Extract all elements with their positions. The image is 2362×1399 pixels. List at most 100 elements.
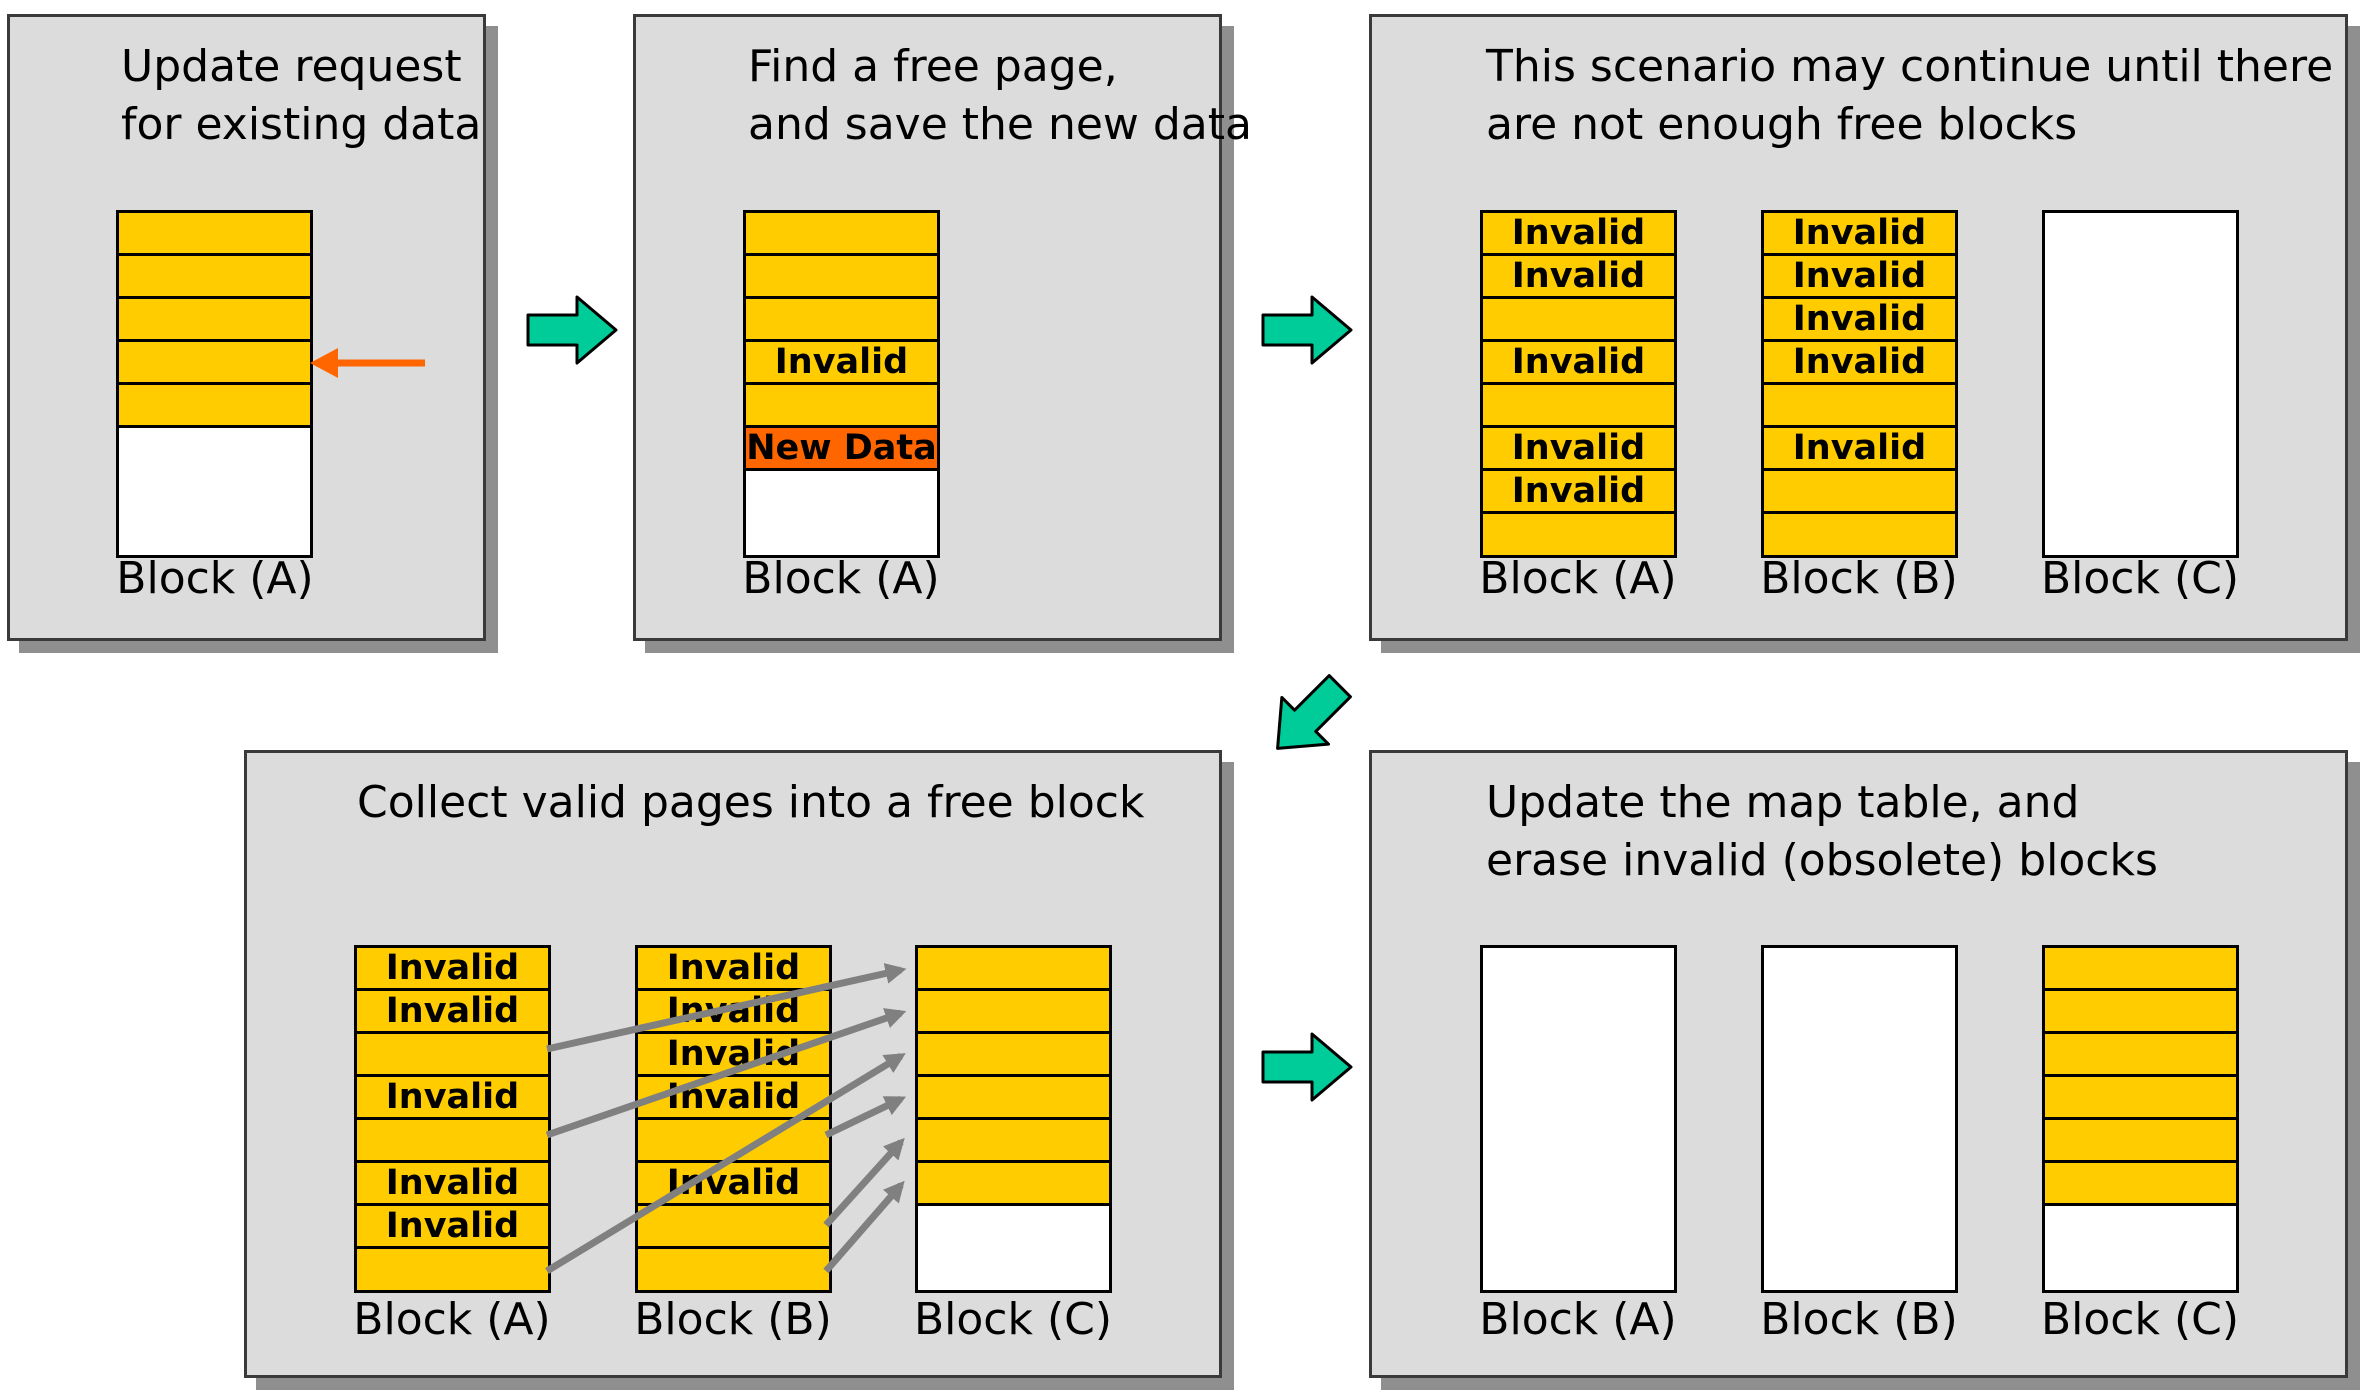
page	[1483, 514, 1674, 555]
gray-arrow-icon	[546, 963, 907, 1053]
block-b	[1761, 945, 1958, 1293]
caption-line: Update the map table, and	[1486, 777, 2080, 828]
gray-arrow-icon	[545, 1008, 907, 1139]
page	[119, 342, 310, 385]
panel-caption: Update request for existing data	[121, 38, 481, 154]
invalid-page: Invalid	[1483, 471, 1674, 514]
page	[357, 1249, 548, 1290]
block-label: Block (A)	[1479, 553, 1677, 604]
gray-arrow-icon	[824, 1095, 907, 1139]
page	[638, 1249, 829, 1290]
block-label: Block (C)	[2040, 1294, 2240, 1345]
panel-collect-valid-pages: Collect valid pages into a free block In…	[244, 750, 1222, 1378]
block-a	[1480, 945, 1677, 1293]
page	[2045, 991, 2236, 1034]
invalid-page: Invalid	[1764, 213, 1955, 256]
gray-arrow-icon	[823, 1180, 905, 1274]
invalid-page: Invalid	[1483, 213, 1674, 256]
caption-line: Collect valid pages into a free block	[357, 777, 1145, 828]
invalid-page: Invalid	[638, 991, 829, 1034]
panel-find-free-page: Find a free page, and save the new data …	[633, 14, 1252, 641]
page	[746, 385, 937, 428]
invalid-page: Invalid	[1764, 256, 1955, 299]
page	[2045, 1034, 2236, 1077]
panel-caption: Update the map table, and erase invalid …	[1486, 774, 2158, 890]
page	[918, 1120, 1109, 1163]
invalid-page: Invalid	[1483, 428, 1674, 471]
page	[918, 1077, 1109, 1120]
panel-update-map-table: Update the map table, and erase invalid …	[1369, 750, 2348, 1378]
caption-line: Update request	[121, 41, 462, 92]
page	[2045, 1077, 2236, 1120]
panel-update-request: Update request for existing data Block (…	[7, 14, 486, 641]
page	[119, 213, 310, 256]
teal-right-arrow-icon	[1261, 1032, 1353, 1102]
invalid-page: Invalid	[1764, 342, 1955, 385]
page	[746, 213, 937, 256]
page	[1764, 385, 1955, 428]
block-c	[2042, 210, 2239, 558]
block-label: Block (A)	[1479, 1294, 1677, 1345]
teal-right-arrow-icon	[1261, 295, 1353, 365]
invalid-page: Invalid	[638, 1077, 829, 1120]
block-label: Block (B)	[1760, 1294, 1958, 1345]
invalid-page: Invalid	[357, 1163, 548, 1206]
teal-down-left-arrow-icon	[1276, 674, 1352, 750]
invalid-page: Invalid	[1483, 256, 1674, 299]
page	[746, 256, 937, 299]
block-b: Invalid Invalid Invalid Invalid Invalid	[1761, 210, 1958, 558]
caption-line: for existing data	[121, 99, 482, 150]
block-a	[116, 210, 313, 558]
block-label: Block (B)	[1760, 553, 1958, 604]
page	[1764, 514, 1955, 555]
caption-line: This scenario may continue until there	[1486, 41, 2334, 92]
page	[1483, 385, 1674, 428]
block-label: Block (A)	[116, 553, 314, 604]
page	[918, 1034, 1109, 1077]
page	[746, 299, 937, 342]
panel-caption: Find a free page, and save the new data	[748, 38, 1252, 154]
caption-line: erase invalid (obsolete) blocks	[1486, 835, 2158, 886]
page	[2045, 1163, 2236, 1206]
block-c	[2042, 945, 2239, 1293]
page	[357, 1034, 548, 1077]
invalid-page: Invalid	[1764, 299, 1955, 342]
page	[119, 256, 310, 299]
invalid-page: Invalid	[1483, 342, 1674, 385]
panel-scenario-continue: This scenario may continue until there a…	[1369, 14, 2348, 641]
page	[918, 991, 1109, 1034]
page	[357, 1120, 548, 1163]
page	[119, 299, 310, 342]
panel-caption: Collect valid pages into a free block	[357, 774, 1144, 832]
page	[918, 1163, 1109, 1206]
gray-arrow-icon	[545, 1053, 906, 1274]
page	[638, 1206, 829, 1249]
block-a: Invalid Invalid Invalid Invalid Invalid	[354, 945, 551, 1293]
page	[119, 385, 310, 428]
new-data-page: New Data	[746, 428, 937, 471]
caption-line: are not enough free blocks	[1486, 99, 2078, 150]
invalid-page: Invalid	[357, 1077, 548, 1120]
page	[2045, 1120, 2236, 1163]
block-label: Block (A)	[742, 553, 940, 604]
invalid-page: Invalid	[357, 991, 548, 1034]
page	[1764, 471, 1955, 514]
gray-arrow-icon	[823, 1137, 905, 1228]
page	[918, 948, 1109, 991]
page	[1483, 299, 1674, 342]
invalid-page: Invalid	[357, 948, 548, 991]
orange-left-arrow-icon	[310, 348, 425, 378]
panel-caption: This scenario may continue until there a…	[1486, 38, 2333, 154]
block-label: Block (B)	[634, 1294, 832, 1345]
invalid-page: Invalid	[746, 342, 937, 385]
block-label: Block (C)	[913, 1294, 1113, 1345]
caption-line: Find a free page,	[748, 41, 1118, 92]
teal-right-arrow-icon	[526, 295, 618, 365]
invalid-page: Invalid	[638, 948, 829, 991]
invalid-page: Invalid	[1764, 428, 1955, 471]
page-move-arrows	[545, 963, 907, 1274]
block-label: Block (A)	[353, 1294, 551, 1345]
block-a: Invalid Invalid Invalid Invalid Invalid	[1480, 210, 1677, 558]
invalid-page: Invalid	[357, 1206, 548, 1249]
block-c	[915, 945, 1112, 1293]
